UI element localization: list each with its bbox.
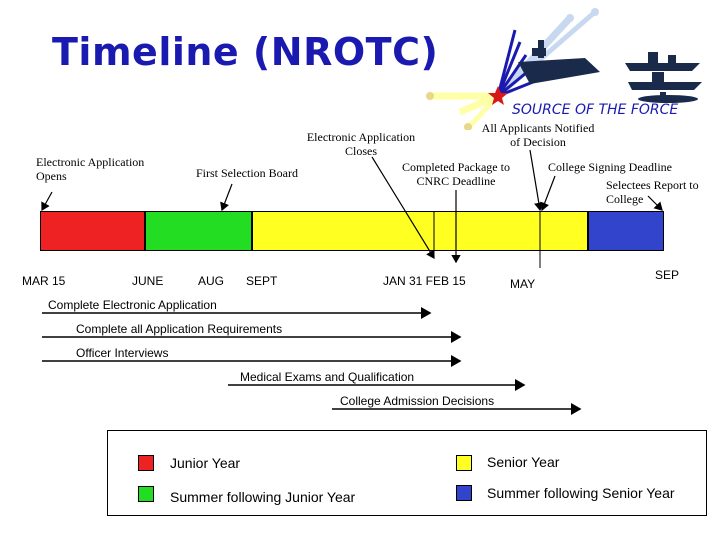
pointer-signing-deadline: [542, 176, 555, 210]
legend-swatch-yellow: [456, 455, 472, 471]
legend-swatch-blue: [456, 485, 472, 501]
month-label-sept: SEPT: [246, 274, 277, 288]
legend-label-summer-junior: Summer following Junior Year: [170, 489, 355, 505]
pointer-app-opens: [42, 192, 52, 210]
activity-label: College Admission Decisions: [340, 394, 494, 408]
legend-label-senior: Senior Year: [487, 454, 559, 470]
month-label-may: MAY: [510, 277, 535, 291]
activity-label: Complete Electronic Application: [48, 298, 217, 312]
activity-label: Medical Exams and Qualification: [240, 370, 414, 384]
month-label-sep: SEP: [655, 268, 679, 282]
pointer-first-board: [222, 184, 232, 210]
pointer-notified: [530, 150, 540, 210]
activity-label: Officer Interviews: [76, 346, 168, 360]
month-label-aug: AUG: [198, 274, 224, 288]
month-label-mar: MAR 15: [22, 274, 65, 288]
pointer-app-closes: [372, 157, 434, 258]
legend-label-junior: Junior Year: [170, 455, 240, 471]
pointer-report: [648, 196, 662, 210]
legend-swatch-red: [138, 455, 154, 471]
month-label-june: JUNE: [132, 274, 163, 288]
legend-label-summer-senior: Summer following Senior Year: [487, 485, 675, 501]
activity-label: Complete all Application Requirements: [76, 322, 282, 336]
legend-swatch-green: [138, 486, 154, 502]
month-label-jan-feb: JAN 31 FEB 15: [383, 274, 466, 288]
